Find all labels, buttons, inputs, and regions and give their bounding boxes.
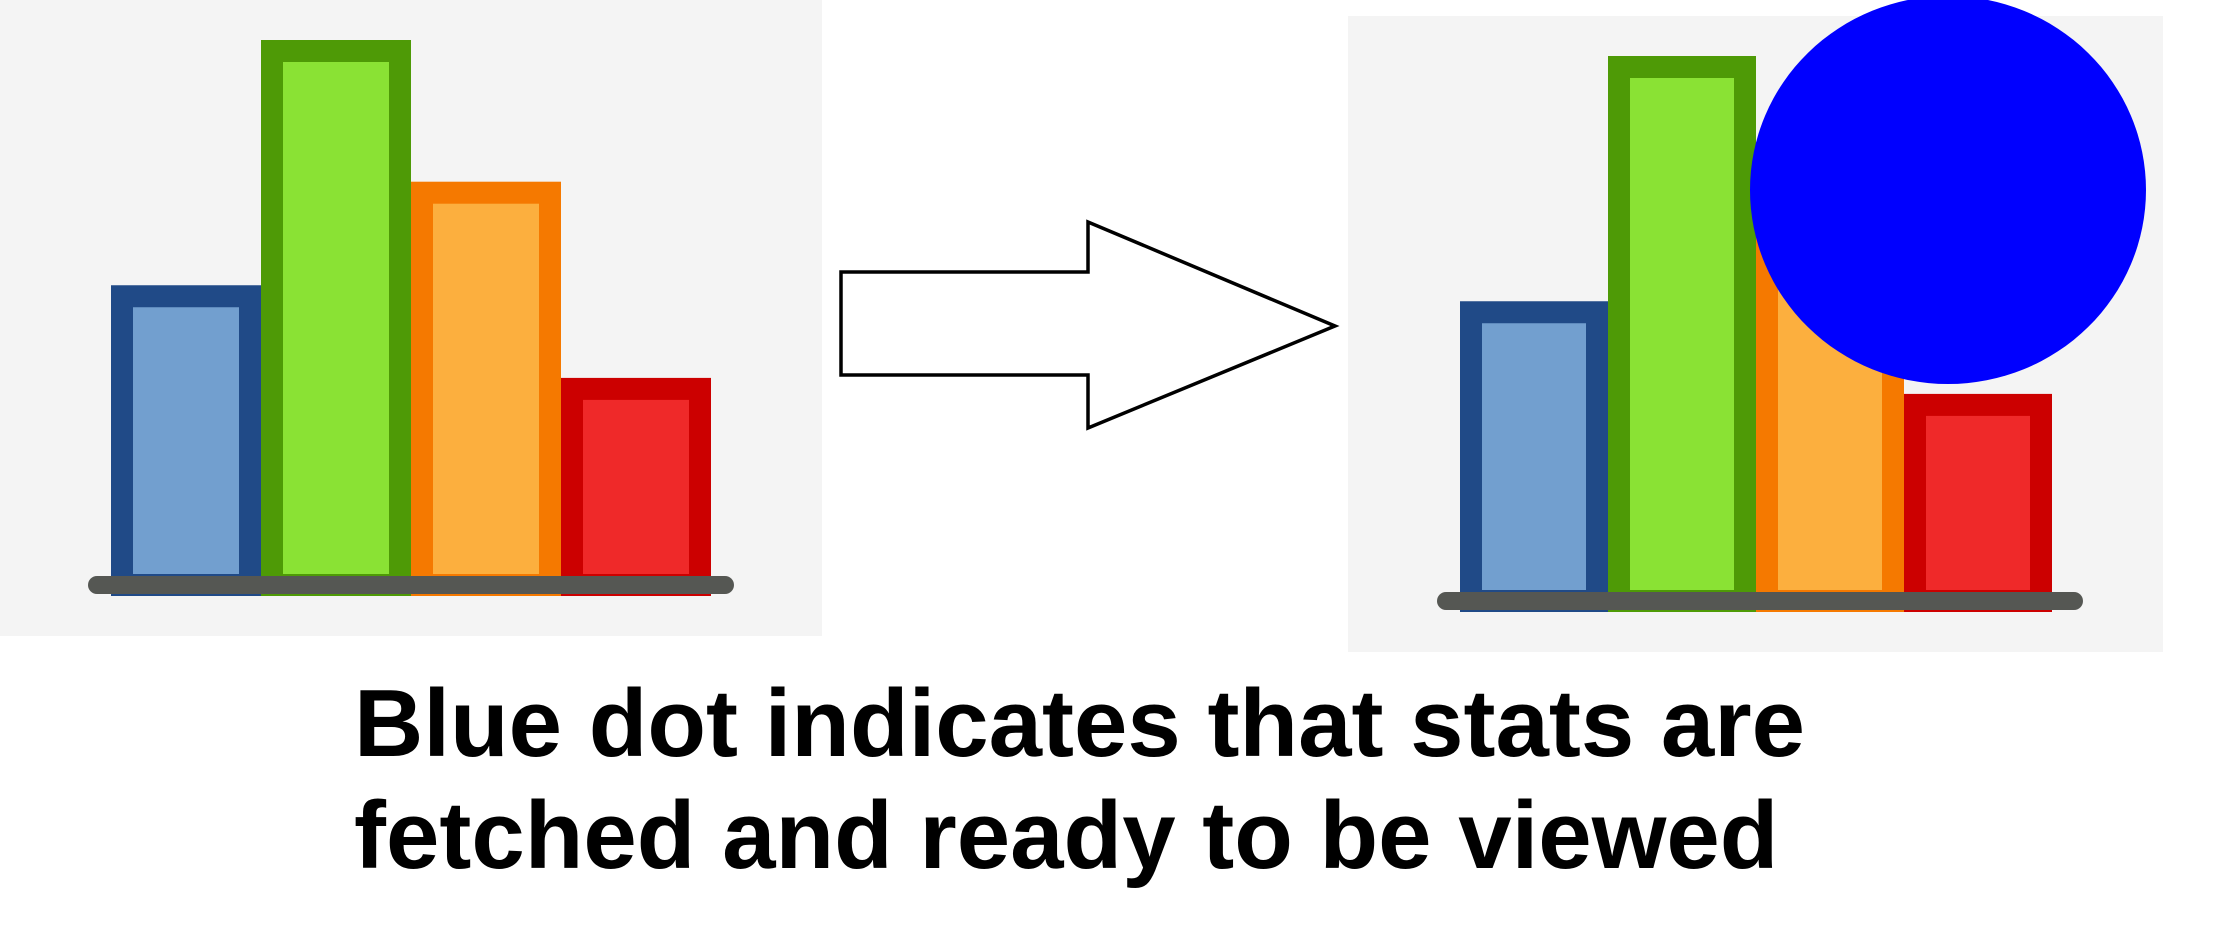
right-arrow-icon — [839, 219, 1340, 431]
before-bar-blue — [111, 285, 261, 596]
bar-chart-icon-before — [0, 0, 822, 636]
before-bar-red — [561, 377, 711, 596]
after-bar-green — [1608, 56, 1756, 612]
caption: Blue dot indicates that stats are fetche… — [354, 668, 1954, 892]
caption-line-1: Blue dot indicates that stats are — [354, 670, 1806, 777]
after-bar-blue — [1460, 301, 1608, 612]
before-bar-orange — [411, 181, 561, 596]
before-bar-green — [261, 40, 411, 596]
caption-line-2: fetched and ready to be viewed — [354, 782, 1779, 889]
after-bar-red — [1904, 393, 2052, 612]
status-dot — [1750, 0, 2146, 384]
